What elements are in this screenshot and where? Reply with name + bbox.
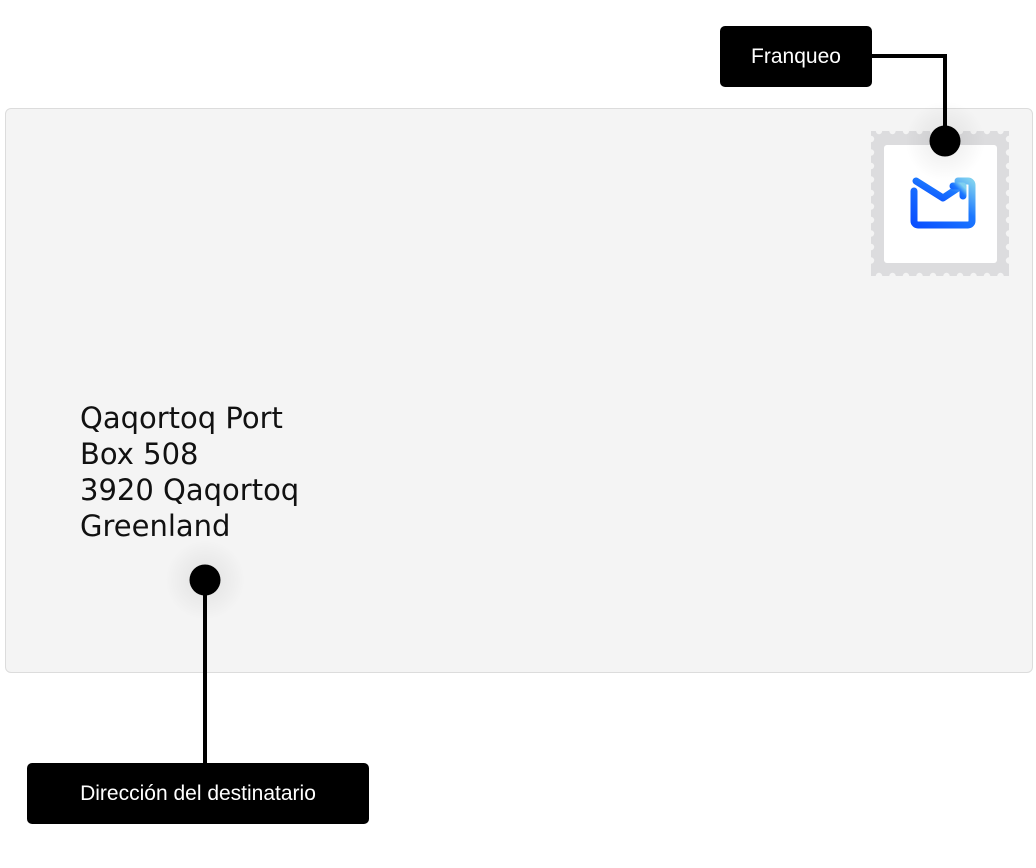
postage-callout-label: Franqueo xyxy=(720,26,872,87)
postage-connector-line xyxy=(870,54,947,141)
address-line: Greenland xyxy=(80,509,231,543)
address-line: 3920 Qaqortoq xyxy=(80,473,300,507)
recipient-address-callout-label: Dirección del destinatario xyxy=(27,763,369,824)
recipient-address: Qaqortoq Port Box 508 3920 Qaqortoq Gree… xyxy=(80,400,299,544)
address-line: Qaqortoq Port xyxy=(80,401,283,435)
postage-marker-dot xyxy=(929,125,961,157)
mail-send-icon xyxy=(910,177,976,229)
address-line: Box 508 xyxy=(80,437,199,471)
address-marker-dot xyxy=(189,564,221,596)
